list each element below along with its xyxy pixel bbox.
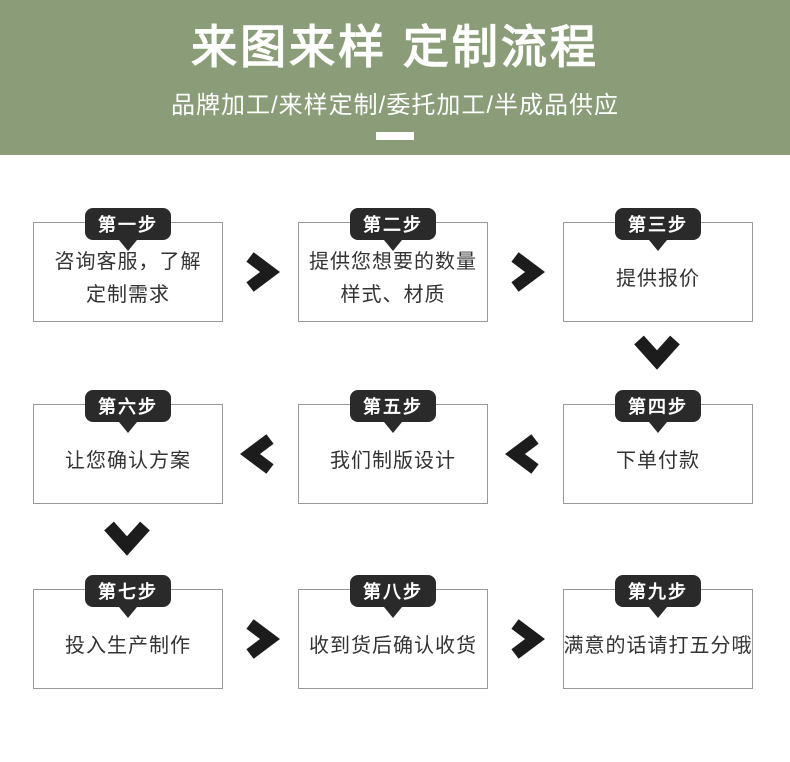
step-9-badge: 第九步	[615, 575, 701, 607]
step-8-text-line-1: 收到货后确认收货	[309, 634, 477, 657]
step-4-text-line-1: 下单付款	[616, 449, 700, 472]
step-8-badge-label: 第八步	[363, 582, 423, 602]
page-title: 来图来样 定制流程	[191, 21, 599, 73]
header-underline	[376, 132, 414, 141]
step-card-7: 第七步 投入生产制作	[33, 575, 223, 689]
step-1-badge-label: 第一步	[98, 215, 158, 235]
step-7-badge: 第七步	[85, 575, 171, 607]
arrow-step6-step7-icon	[103, 521, 151, 556]
step-2-text-line-2: 样式、材质	[340, 284, 446, 306]
step-3-text-line-1: 提供报价	[616, 267, 700, 290]
step-6-badge-label: 第六步	[98, 397, 158, 417]
arrow-step2-step3-icon	[508, 252, 545, 292]
step-6-badge: 第六步	[85, 390, 171, 422]
step-7-badge-label: 第七步	[98, 582, 158, 602]
page-subtitle: 品牌加工/来样定制/委托加工/半成品供应	[170, 92, 619, 120]
step-card-3: 第三步 提供报价	[563, 208, 753, 322]
step-2-badge: 第二步	[350, 208, 436, 240]
step-1-badge: 第一步	[85, 208, 171, 240]
step-card-6: 第六步 让您确认方案	[33, 390, 223, 504]
step-5-badge-label: 第五步	[363, 397, 423, 417]
step-3-badge: 第三步	[615, 208, 701, 240]
step-card-1: 第一步 咨询客服，了解 定制需求	[33, 208, 223, 322]
step-card-9: 第九步 满意的话请打五分哦	[563, 575, 753, 689]
arrow-step3-step4-icon	[633, 335, 681, 370]
arrow-step7-step8-icon	[243, 619, 280, 659]
step-1-text-line-2: 定制需求	[86, 284, 170, 306]
step-4-badge-label: 第四步	[628, 397, 688, 417]
step-6-text-line-1: 让您确认方案	[65, 449, 191, 472]
step-8-badge: 第八步	[350, 575, 436, 607]
step-7-text-line-1: 投入生产制作	[65, 634, 191, 657]
arrow-step8-step9-icon	[508, 619, 545, 659]
step-3-badge-label: 第三步	[628, 215, 688, 235]
step-4-badge: 第四步	[615, 390, 701, 422]
step-1-text-line-1: 咨询客服，了解	[54, 251, 202, 273]
step-5-text-line-1: 我们制版设计	[330, 449, 456, 472]
step-9-text-line-1: 满意的话请打五分哦	[563, 634, 753, 657]
arrow-step1-step2-icon	[243, 252, 280, 292]
step-9-badge-label: 第九步	[628, 582, 688, 602]
step-card-2: 第二步 提供您想要的数量 样式、材质	[298, 208, 488, 322]
arrow-step5-step6-icon	[240, 434, 277, 474]
arrow-step4-step5-icon	[505, 434, 542, 474]
step-5-badge: 第五步	[350, 390, 436, 422]
step-2-badge-label: 第二步	[363, 215, 423, 235]
step-card-8: 第八步 收到货后确认收货	[298, 575, 488, 689]
step-card-5: 第五步 我们制版设计	[298, 390, 488, 504]
step-card-4: 第四步 下单付款	[563, 390, 753, 504]
step-2-text-line-1: 提供您想要的数量	[309, 251, 477, 273]
header-banner: 来图来样 定制流程 品牌加工/来样定制/委托加工/半成品供应	[0, 0, 790, 155]
